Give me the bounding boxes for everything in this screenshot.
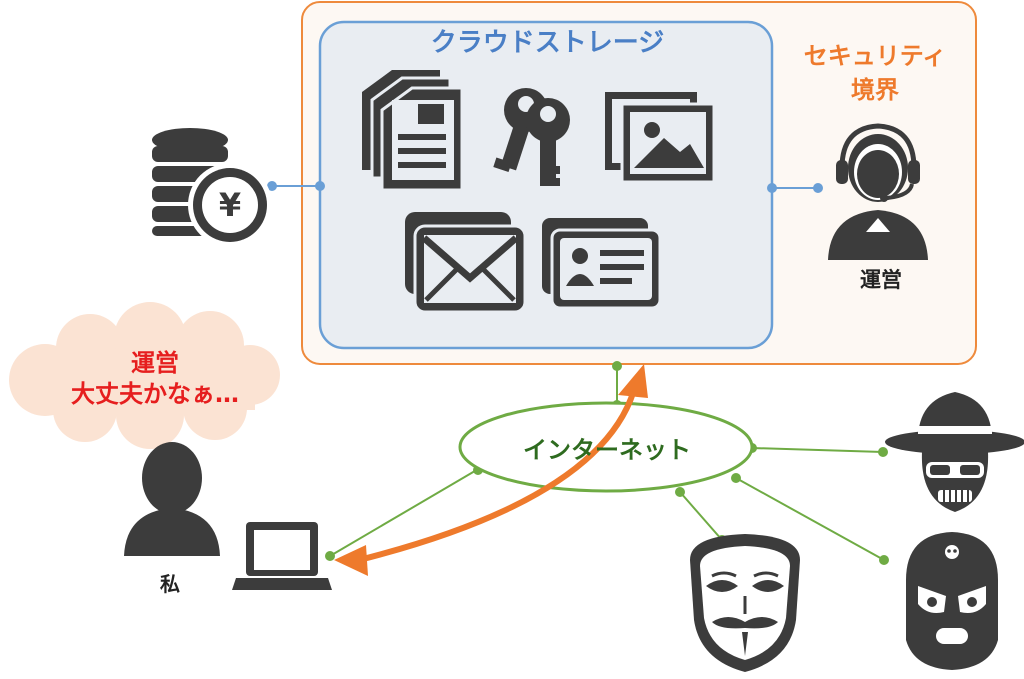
svg-text:¥: ¥ — [219, 186, 241, 224]
security-boundary-label-line2: 境界 — [851, 76, 899, 104]
operator-headset-icon — [828, 123, 928, 260]
hacker-hat-icon — [885, 392, 1024, 512]
internet-label: インターネット — [523, 436, 691, 464]
me-label: 私 — [160, 572, 180, 596]
keys-icon — [493, 88, 570, 186]
laptop-icon — [232, 522, 332, 590]
operator-label: 運営 — [860, 268, 902, 292]
blue-connectors — [267, 181, 823, 193]
wrestler-mask-icon — [906, 532, 998, 670]
communication-arrow — [334, 364, 648, 576]
id-cards-icon — [542, 218, 662, 310]
internet-ellipse — [458, 401, 754, 493]
coins-yen-icon: ¥ — [152, 128, 272, 247]
envelope-icon — [405, 212, 527, 314]
anonymous-mask-icon — [690, 534, 800, 672]
images-icon — [605, 92, 716, 184]
thought-text-line2: 大丈夫かなぁ… — [71, 380, 239, 408]
documents-icon — [362, 70, 464, 192]
user-icon — [124, 442, 220, 556]
security-boundary-label-line1: セキュリティ — [803, 42, 947, 70]
thought-bubble — [9, 302, 280, 459]
thought-text-line1: 運営 — [131, 349, 179, 377]
cloud-storage-title: クラウドストレージ — [430, 28, 665, 58]
